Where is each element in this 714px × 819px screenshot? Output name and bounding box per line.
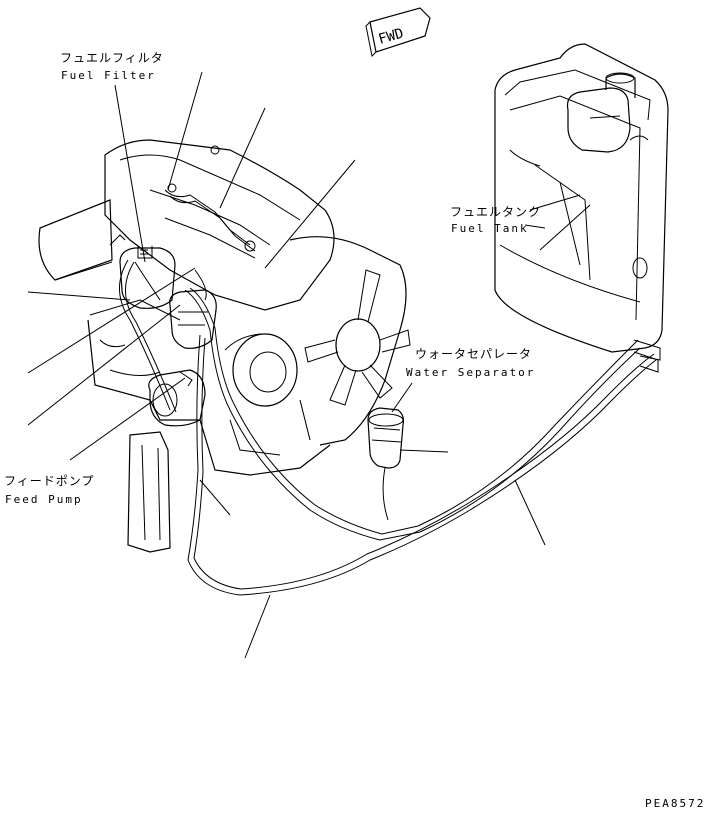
leader-lines: [27, 71, 546, 659]
water-separator-label-en: Water Separator: [406, 366, 535, 379]
water-separator: [367, 407, 405, 469]
engine: [38, 139, 411, 553]
fuel-tank-label-en: Fuel Tank: [451, 222, 529, 235]
fuel-filter-label-en: Fuel Filter: [61, 69, 156, 82]
callouts: フュエルフィルタ Fuel Filter フュエルタンク Fuel Tank ウ…: [4, 51, 705, 810]
fwd-text: FWD: [377, 25, 406, 47]
fuel-pipes: [119, 259, 657, 596]
drawing-code: PEA8572: [645, 797, 705, 810]
feed-pump-label-en: Feed Pump: [5, 493, 83, 506]
fuel-filter-label-jp: フュエルフィルタ: [60, 51, 164, 65]
fuel-tank: [494, 43, 669, 373]
feed-pump-label-jp: フィードポンプ: [4, 474, 94, 488]
fuel-tank-label-jp: フュエルタンク: [450, 205, 541, 219]
water-separator-label-jp: ウォータセパレータ: [415, 347, 532, 361]
fwd-arrow: FWD: [365, 7, 431, 58]
fuel-filter: [109, 234, 176, 309]
